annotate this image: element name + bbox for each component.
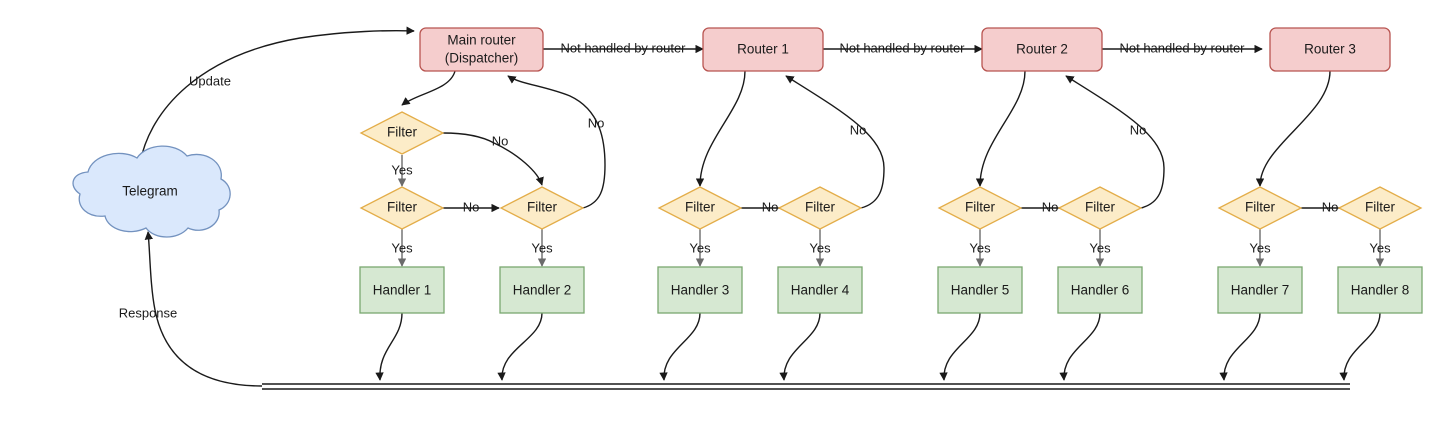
edge-filtertop-no-to-filter2 <box>442 132 544 186</box>
handler-6-box <box>1057 266 1143 314</box>
filter-3-shape <box>657 186 743 230</box>
filter-4-shape <box>777 186 863 230</box>
handler-3-box <box>657 266 743 314</box>
filter-top-1-shape <box>359 111 445 155</box>
edge-label-update: Update <box>189 73 231 88</box>
edge-label-no-filter2: No <box>588 115 605 130</box>
handler-7-box <box>1217 266 1303 314</box>
node-filter-7[interactable]: Filter <box>1217 186 1303 230</box>
edge-label-not-handled-2: Not handled by router <box>839 40 965 55</box>
handler-8-box <box>1337 266 1423 314</box>
node-filter-1[interactable]: Filter <box>359 186 445 230</box>
router-3-box <box>1269 27 1391 72</box>
node-main-router[interactable]: Main router (Dispatcher) <box>419 27 544 72</box>
node-filter-8[interactable]: Filter <box>1337 186 1423 230</box>
node-handler-1[interactable]: Handler 1 <box>359 266 445 314</box>
edge-response <box>144 231 263 387</box>
router-2-box <box>981 27 1103 72</box>
edge-router1-to-filter3 <box>695 70 746 187</box>
edge-router2-to-filter5 <box>975 70 1026 187</box>
edge-handler4-to-bus <box>779 312 821 381</box>
filter-1-shape <box>359 186 445 230</box>
edge-filter6-no-to-router2 <box>1065 75 1165 209</box>
edge-label-no-filter1: No <box>463 199 480 214</box>
edge-label-not-handled-3: Not handled by router <box>1119 40 1245 55</box>
filter-7-shape <box>1217 186 1303 230</box>
edge-handler5-to-bus <box>939 312 981 381</box>
node-handler-3[interactable]: Handler 3 <box>657 266 743 314</box>
edge-handler3-to-bus <box>659 312 701 381</box>
node-filter-top-1[interactable]: Filter <box>359 111 445 155</box>
node-handler-6[interactable]: Handler 6 <box>1057 266 1143 314</box>
edge-label-response: Response <box>119 305 178 320</box>
node-router-1[interactable]: Router 1 <box>702 27 824 72</box>
node-handler-7[interactable]: Handler 7 <box>1217 266 1303 314</box>
filter-8-shape <box>1337 186 1423 230</box>
node-handler-4[interactable]: Handler 4 <box>777 266 863 314</box>
node-filter-5[interactable]: Filter <box>937 186 1023 230</box>
node-telegram-cloud[interactable]: Telegram <box>72 145 231 238</box>
filter-6-shape <box>1057 186 1143 230</box>
handler-5-box <box>937 266 1023 314</box>
edge-handler1-to-bus <box>375 312 403 381</box>
edge-handler8-to-bus <box>1339 312 1381 381</box>
edge-update <box>139 26 415 164</box>
edge-handler2-to-bus <box>497 312 543 381</box>
node-handler-8[interactable]: Handler 8 <box>1337 266 1423 314</box>
edge-label-no-filter5: No <box>1042 199 1059 214</box>
node-filter-3[interactable]: Filter <box>657 186 743 230</box>
handler-4-box <box>777 266 863 314</box>
edge-router3-to-filter7 <box>1255 70 1331 187</box>
edge-handler6-to-bus <box>1059 312 1101 381</box>
edge-label-no-filter3: No <box>762 199 779 214</box>
edge-filter4-no-to-router1 <box>785 75 885 209</box>
node-router-3[interactable]: Router 3 <box>1269 27 1391 72</box>
main-router-box <box>419 27 544 72</box>
edge-label-no-filter7: No <box>1322 199 1339 214</box>
node-filter-2[interactable]: Filter <box>499 186 585 230</box>
node-filter-6[interactable]: Filter <box>1057 186 1143 230</box>
edge-handler7-to-bus <box>1219 312 1261 381</box>
node-handler-2[interactable]: Handler 2 <box>499 266 585 314</box>
cloud-shape <box>72 145 231 238</box>
filter-2-shape <box>499 186 585 230</box>
node-handler-5[interactable]: Handler 5 <box>937 266 1023 314</box>
handler-1-box <box>359 266 445 314</box>
node-filter-4[interactable]: Filter <box>777 186 863 230</box>
handler-2-box <box>499 266 585 314</box>
edge-label-not-handled-1: Not handled by router <box>560 40 686 55</box>
router-1-box <box>702 27 824 72</box>
edge-filter2-no-to-mainrouter <box>507 75 606 209</box>
node-router-2[interactable]: Router 2 <box>981 27 1103 72</box>
filter-5-shape <box>937 186 1023 230</box>
edge-mainrouter-to-filter-top <box>401 70 456 106</box>
